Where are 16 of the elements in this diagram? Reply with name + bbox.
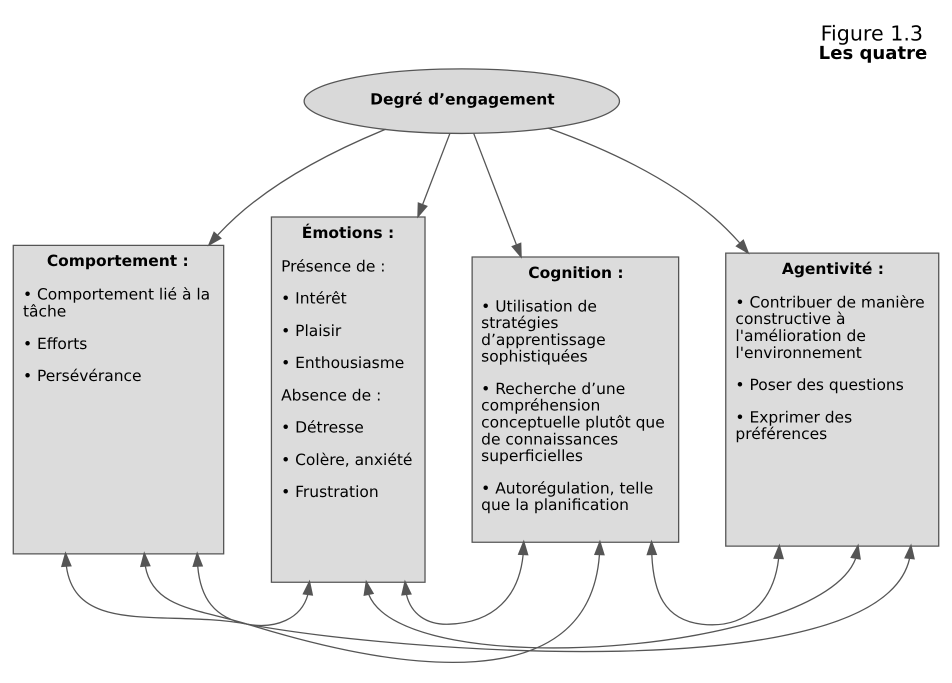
arrow xyxy=(548,127,750,254)
arrow xyxy=(646,540,784,626)
node-ellipse: Degré d’engagement xyxy=(303,68,620,134)
node-box: Cognition : • Utilisation de stratégies d’apprentissage sophistiquées • Recherche d’une compréhension conceptuelle plutôt que de connaissances superficielles • Autorégulation, telle que la planification xyxy=(471,256,680,543)
node-box: Comportement : • Comportement lié à la tâche • Efforts • Persévérance xyxy=(12,244,224,554)
arrow xyxy=(473,133,522,259)
arrow xyxy=(401,540,529,625)
arrow xyxy=(363,544,861,648)
arrow xyxy=(61,544,915,652)
diagram-title: Figure 1.3 xyxy=(820,22,924,46)
arrow xyxy=(140,540,605,663)
node-box: Agentivité : • Contribuer de manière constructive à l'amélioration de l'environnement • Poser des questions • Exprimer des préférences xyxy=(725,252,940,547)
arrow xyxy=(192,551,314,626)
node-box: Émotions : Présence de : • Intérêt • Plaisir • Enthousiasme Absence de : • Détresse • Colère, anxiété • Frustration xyxy=(270,216,426,583)
arrow xyxy=(208,128,386,246)
arrow xyxy=(417,133,450,219)
